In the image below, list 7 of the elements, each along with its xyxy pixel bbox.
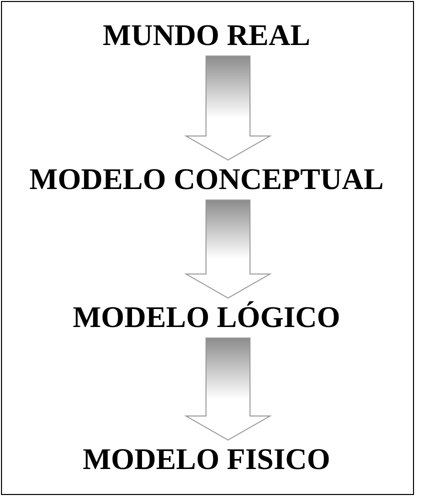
stage-label: MUNDO REAL: [0, 18, 413, 54]
stage-label: MODELO CONCEPTUAL: [0, 162, 413, 198]
stage-label: MODELO FISICO: [0, 442, 413, 478]
block-arrow: [184, 56, 272, 161]
block-arrow: [184, 338, 272, 441]
block-arrow: [184, 200, 272, 299]
stage-label: MODELO LÓGICO: [0, 300, 413, 336]
